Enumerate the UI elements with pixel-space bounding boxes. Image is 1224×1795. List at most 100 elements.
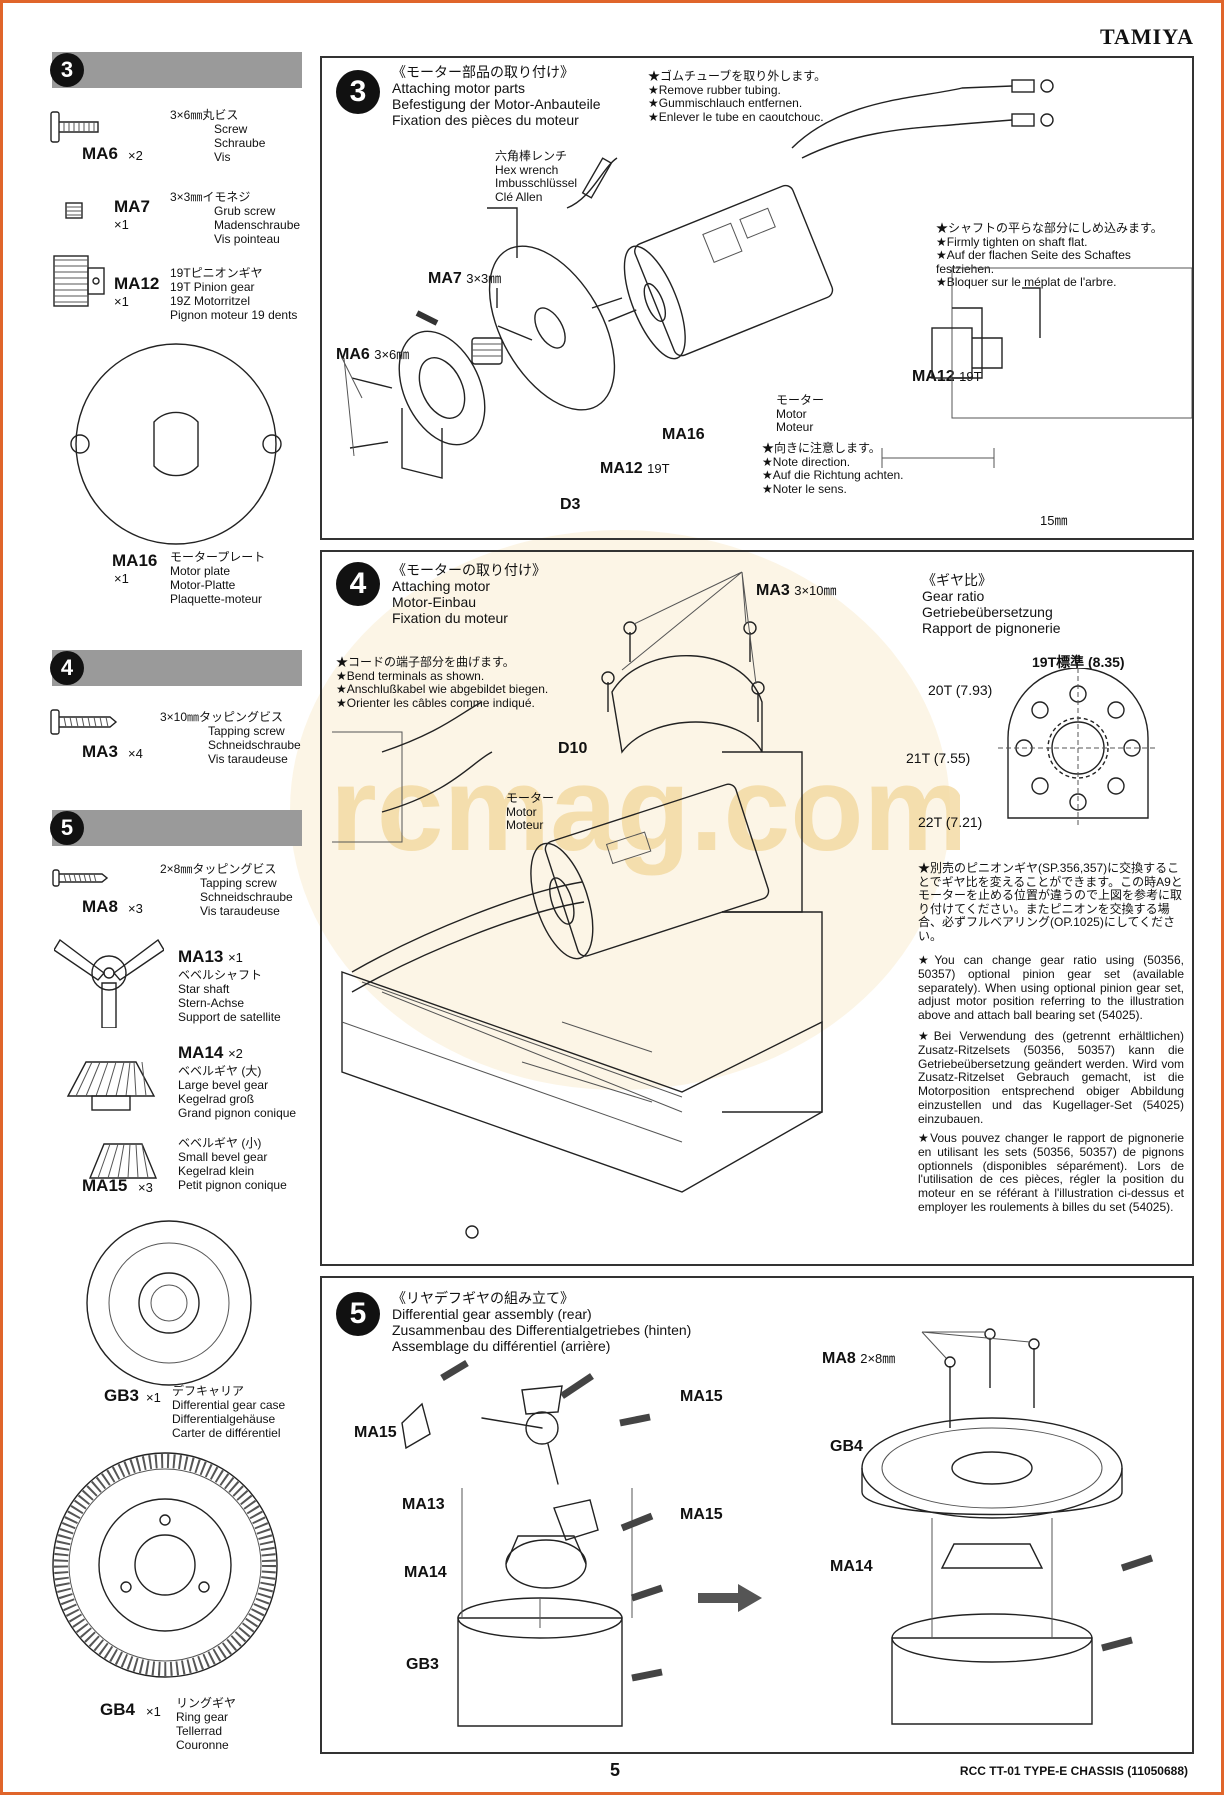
part-desc: 3×6㎜丸ビス Screw Schraube Vis [170,108,266,164]
parts-step-number: 4 [50,651,84,685]
step-number: 5 [336,1292,380,1336]
step4-panel: 4 《モーターの取り付け》 Attaching motor Motor-Einb… [320,550,1194,1266]
part-qty: ×1 [114,217,129,232]
label-ma15: MA15 [680,1506,723,1523]
part-code: GB4 [100,1700,135,1719]
part-qty: ×4 [128,746,143,761]
part-code: MA12 [114,274,160,293]
part-desc: ベベルギヤ (大) Large bevel gear Kegelrad groß… [178,1064,297,1120]
part-qty: ×3 [128,901,143,916]
direction-note: ★向きに注意します。★Note direction. ★Auf die Rich… [762,441,904,496]
screw-icon [50,111,99,143]
step5-panel: 5 《リヤデフギヤの組み立て》 Differential gear assemb… [320,1276,1194,1754]
part-code: MA3 [82,742,118,761]
pinion-note-en: ★You can change gear ratio using (50356,… [918,953,1184,1023]
dim-label: 15㎜ [1038,510,1070,529]
pinion-note-jp: ★別売のピニオンギヤ(SP.356,357)に交換することでギヤ比を変えることが… [918,861,1183,943]
parts-header-step3: 3 [50,52,302,88]
label-ma14: MA14 [830,1558,873,1575]
step-title: 《リヤデフギヤの組み立て》 Differential gear assembly… [392,1290,692,1354]
step3-diagram [341,79,1192,479]
step-title: 《モーター部品の取り付け》 Attaching motor parts Befe… [392,64,601,128]
pinion-note-de: ★Bei Verwendung des (getrennt erhältlich… [918,1029,1184,1126]
gear-ratio-diagram [998,668,1158,828]
part-desc: リングギヤ Ring gear Tellerrad Couronne [176,1696,237,1752]
watermark: rcmag.com [290,530,960,1090]
part-code: MA7 [114,197,150,216]
part-code: MA8 [82,897,118,916]
part-desc: 19Tピニオンギヤ 19T Pinion gear 19Z Motorritze… [170,266,298,322]
label-ma8: MA8 2×8㎜ [822,1350,896,1367]
step-number: 4 [336,562,380,606]
part-qty: ×1 [146,1704,161,1719]
pinion-note-fr: ★Vous pouvez changer le rapport de pigno… [918,1131,1184,1214]
label-ma15: MA15 [354,1424,397,1441]
pinion-gear-icon [53,255,105,307]
part-desc: モータープレート Motor plate Motor-Platte Plaque… [170,550,266,606]
label-ma3: MA3 3×10㎜ [756,582,837,599]
parts-header-step5: 5 [50,810,302,846]
label-ma7: MA7 3×3㎜ [428,270,502,287]
diff-case-icon [86,1220,252,1386]
tapping-screw-icon [50,709,118,735]
part-desc: 2×8㎜タッピングビス Tapping screw Schneidschraub… [160,862,293,918]
label-ma12: MA12 19T [600,460,670,477]
step5-diagram [401,1328,1154,1727]
footer-model: RCC TT-01 TYPE-E CHASSIS (11050688) [959,1764,1188,1778]
part-desc: ベベルシャフト Star shaft Stern-Achse Support d… [178,968,281,1024]
grub-screw-icon [65,202,83,219]
label-ma14: MA14 [404,1564,447,1581]
part-qty: ×3 [138,1180,153,1195]
part-code: MA6 [82,144,118,163]
ring-gear-icon [52,1452,278,1678]
part-desc: ベベルギヤ (小) Small bevel gear Kegelrad klei… [178,1136,287,1192]
label-ma16: MA16 [662,426,705,443]
label-d10: D10 [558,740,588,757]
part-code: MA16 [112,551,158,570]
shaft-note: ★シャフトの平らな部分にしめ込みます。★Firmly tighten on sh… [936,221,1163,289]
label-ma15: MA15 [680,1388,723,1405]
label-gb4: GB4 [830,1438,863,1455]
small-screw-icon [52,869,109,887]
step3-panel: 3 《モーター部品の取り付け》 Attaching motor parts Be… [320,56,1194,540]
parts-step-number: 3 [50,53,84,87]
part-code: MA15 [82,1176,128,1195]
gear-21t: 21T (7.55) [906,750,971,766]
brand-logo: TAMIYA [1099,24,1194,49]
label-ma12-detail: MA12 19T [912,368,982,385]
label-gb3: GB3 [406,1656,439,1673]
part-qty: ×1 [114,571,129,586]
parts-header-step4: 4 [50,650,302,686]
parts-step-number: 5 [50,811,84,845]
motor-plate-icon [70,343,282,545]
large-bevel-gear-icon [66,1061,156,1111]
part-desc: デフキャリア Differential gear case Differenti… [172,1384,286,1440]
step-title: 《モーターの取り付け》 Attaching motor Motor-Einbau… [392,562,546,626]
part-code: GB3 [104,1386,139,1405]
gear-std: 19T標準 (8.35) [1032,654,1125,670]
part-desc: 3×3㎜イモネジ Grub screw Madenschraube Vis po… [170,190,301,246]
gear-20t: 20T (7.93) [928,682,993,698]
small-bevel-gear-icon [88,1143,158,1179]
tube-note: ★ゴムチューブを取り外します。★Remove rubber tubing. ★G… [648,69,827,124]
terminal-note: ★コードの端子部分を曲げます。★Bend terminals as shown.… [336,655,549,710]
gear-ratio-title: 《ギヤ比》 Gear ratio Getriebeübersetzung Rap… [922,572,1061,636]
part-code: MA13 ×1 [178,947,243,966]
part-desc: 3×10㎜タッピングビス Tapping screw Schneidschrau… [160,710,301,766]
label-d3: D3 [560,496,581,513]
step-number: 3 [336,70,380,114]
label-ma13: MA13 [402,1496,445,1513]
step4-diagram [332,571,823,1239]
page-number: 5 [610,1760,621,1780]
watermark-text: rcmag.com [330,742,960,876]
part-qty: ×2 [128,148,143,163]
part-code: MA14 ×2 [178,1043,243,1062]
part-qty: ×1 [114,294,129,309]
part-qty: ×1 [146,1390,161,1405]
star-shaft-icon [54,938,164,1028]
gear-22t: 22T (7.21) [918,814,983,830]
